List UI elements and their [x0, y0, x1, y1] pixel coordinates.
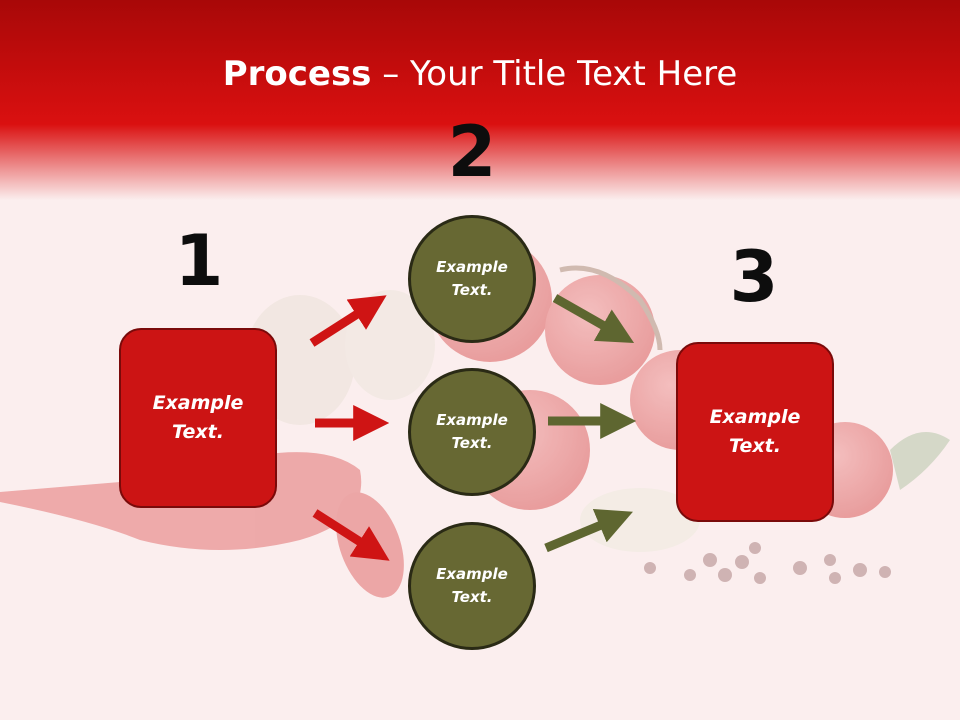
step-2-bottom-label: Example Text. — [436, 565, 508, 606]
step-number-2: 2 — [447, 111, 497, 193]
title-rest: – Your Title Text Here — [371, 54, 738, 94]
step-2-middle-label: Example Text. — [436, 411, 508, 452]
slide-title: Process – Your Title Text Here — [0, 52, 960, 96]
step-2-top-label: Example Text. — [436, 258, 508, 299]
arrow-olive-up — [544, 509, 633, 553]
arrow-red-up — [309, 295, 387, 347]
step-number-3: 3 — [729, 236, 779, 318]
step-3-label: Example Text. — [709, 406, 801, 457]
step-1-label: Example Text. — [152, 392, 244, 443]
step-1-box: Example Text. — [119, 328, 277, 508]
step-3-box: Example Text. — [676, 342, 834, 522]
step-2-circle-top: Example Text. — [408, 215, 536, 343]
arrow-red-down — [312, 509, 390, 561]
title-bold: Process — [222, 54, 372, 94]
step-2-circle-bottom: Example Text. — [408, 522, 536, 650]
step-2-circle-middle: Example Text. — [408, 368, 536, 496]
step-number-1: 1 — [174, 220, 224, 302]
arrow-olive-down — [552, 294, 635, 344]
